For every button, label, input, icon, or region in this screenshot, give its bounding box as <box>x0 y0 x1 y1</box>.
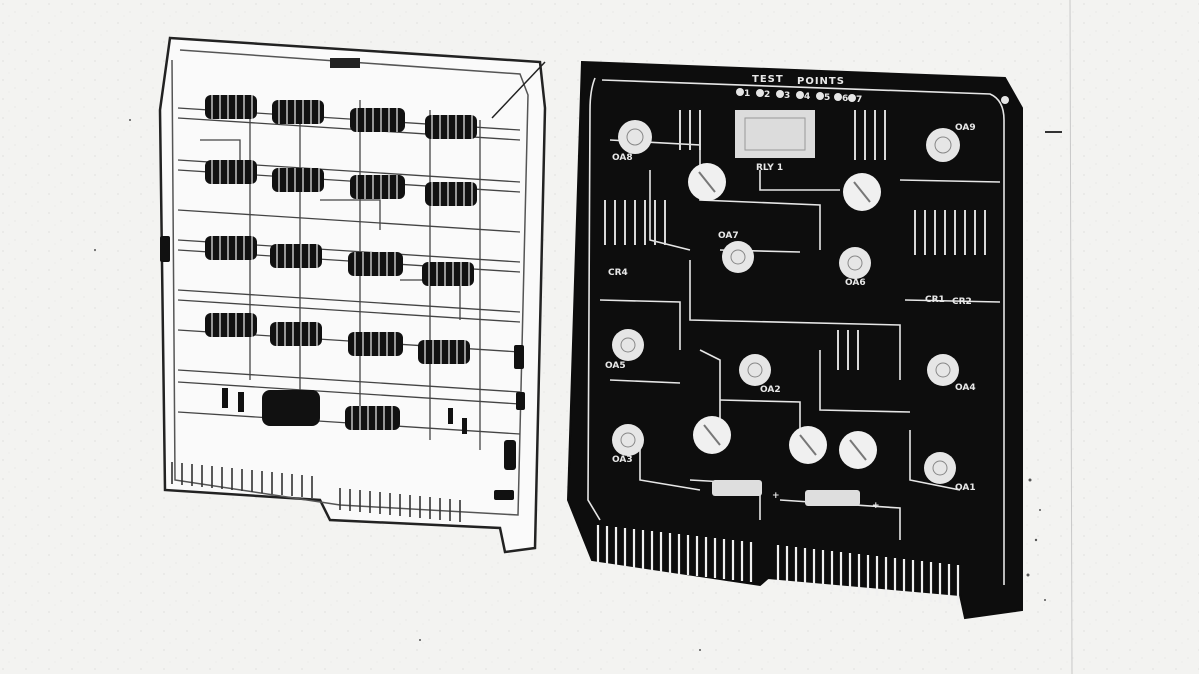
right-board-outline <box>566 60 1023 620</box>
opamp-oa7 <box>722 241 754 273</box>
ic-chip <box>205 313 257 337</box>
ic-chip <box>205 160 257 184</box>
ic-chip <box>205 236 257 260</box>
svg-text:4: 4 <box>804 92 810 102</box>
capacitor <box>843 173 881 211</box>
power-resistor <box>712 480 762 496</box>
opamp-oa1 <box>924 452 956 484</box>
relay-window <box>744 117 806 151</box>
opamp-oa3 <box>612 424 644 456</box>
left-small-components <box>160 236 525 500</box>
ic-chip <box>425 182 477 206</box>
left-edge-connector <box>171 462 461 522</box>
page-edge-line <box>1069 0 1073 674</box>
print-noise <box>94 119 1046 651</box>
left-top-tab <box>330 58 360 68</box>
label-cr2: CR2 <box>952 297 972 307</box>
svg-text:2: 2 <box>764 90 770 100</box>
label-oa5: OA5 <box>605 361 626 371</box>
opamp-oa6 <box>839 247 871 279</box>
opamp-oa9 <box>926 128 960 162</box>
label-oa7: OA7 <box>718 231 739 241</box>
label-oa2: OA2 <box>760 385 781 395</box>
label-plus-b: + <box>872 501 880 511</box>
right-traces <box>587 77 1005 585</box>
label-oa9: OA9 <box>955 123 976 133</box>
left-ic-pins <box>211 95 473 430</box>
ic-chip <box>348 332 403 356</box>
pointer-line <box>491 61 546 119</box>
power-resistor <box>805 490 860 506</box>
ic-chip <box>350 175 405 199</box>
right-edge-connector <box>596 525 960 605</box>
ic-chip <box>262 390 320 426</box>
label-oa3: OA3 <box>612 455 633 465</box>
label-plus-a: + <box>772 491 780 501</box>
capacitor <box>839 431 877 469</box>
ic-chip <box>272 100 324 124</box>
svg-text:1: 1 <box>744 89 750 99</box>
left-circuit-board <box>158 36 547 554</box>
ic-chip <box>345 406 400 430</box>
label-oa1: OA1 <box>955 483 976 493</box>
ic-chip <box>422 262 474 286</box>
label-rly1: RLY 1 <box>756 163 783 173</box>
test-point-pads <box>736 88 856 102</box>
left-board-border-trace <box>171 49 529 516</box>
right-circuit-board: TEST POINTS 1 2 3 4 5 6 7 RLY 1 OA8 OA9 … <box>566 60 1023 620</box>
ic-chip <box>205 95 257 119</box>
ic-chip <box>270 322 322 346</box>
opamp-oa4 <box>927 354 959 386</box>
right-opamps <box>612 120 960 484</box>
label-cr1: CR1 <box>925 295 945 305</box>
opamp-oa5 <box>612 329 644 361</box>
right-capacitors <box>688 163 881 469</box>
right-component-arrays <box>604 110 986 370</box>
svg-text:5: 5 <box>824 93 830 103</box>
points-label: POINTS <box>797 76 845 87</box>
ic-chip <box>350 108 405 132</box>
svg-text:6: 6 <box>842 94 848 104</box>
label-oa8: OA8 <box>612 153 633 163</box>
relay-rly1 <box>735 110 815 158</box>
label-cr4: CR4 <box>608 268 628 278</box>
capacitor <box>789 426 827 464</box>
label-oa6: OA6 <box>845 278 866 288</box>
opamp-oa2 <box>739 354 771 386</box>
ic-chip <box>425 115 477 139</box>
label-oa4: OA4 <box>955 383 976 393</box>
ic-chip <box>272 168 324 192</box>
test-label: TEST <box>752 74 784 85</box>
svg-text:3: 3 <box>784 91 790 101</box>
capacitor <box>688 163 726 201</box>
ic-chip <box>270 244 322 268</box>
opamp-oa8 <box>618 120 652 154</box>
mounting-hole <box>1001 96 1009 104</box>
capacitor <box>693 416 731 454</box>
ic-chip <box>348 252 403 276</box>
ic-chip <box>418 340 470 364</box>
svg-text:7: 7 <box>856 95 862 105</box>
test-point-numbers: 1 2 3 4 5 6 7 <box>744 89 862 105</box>
